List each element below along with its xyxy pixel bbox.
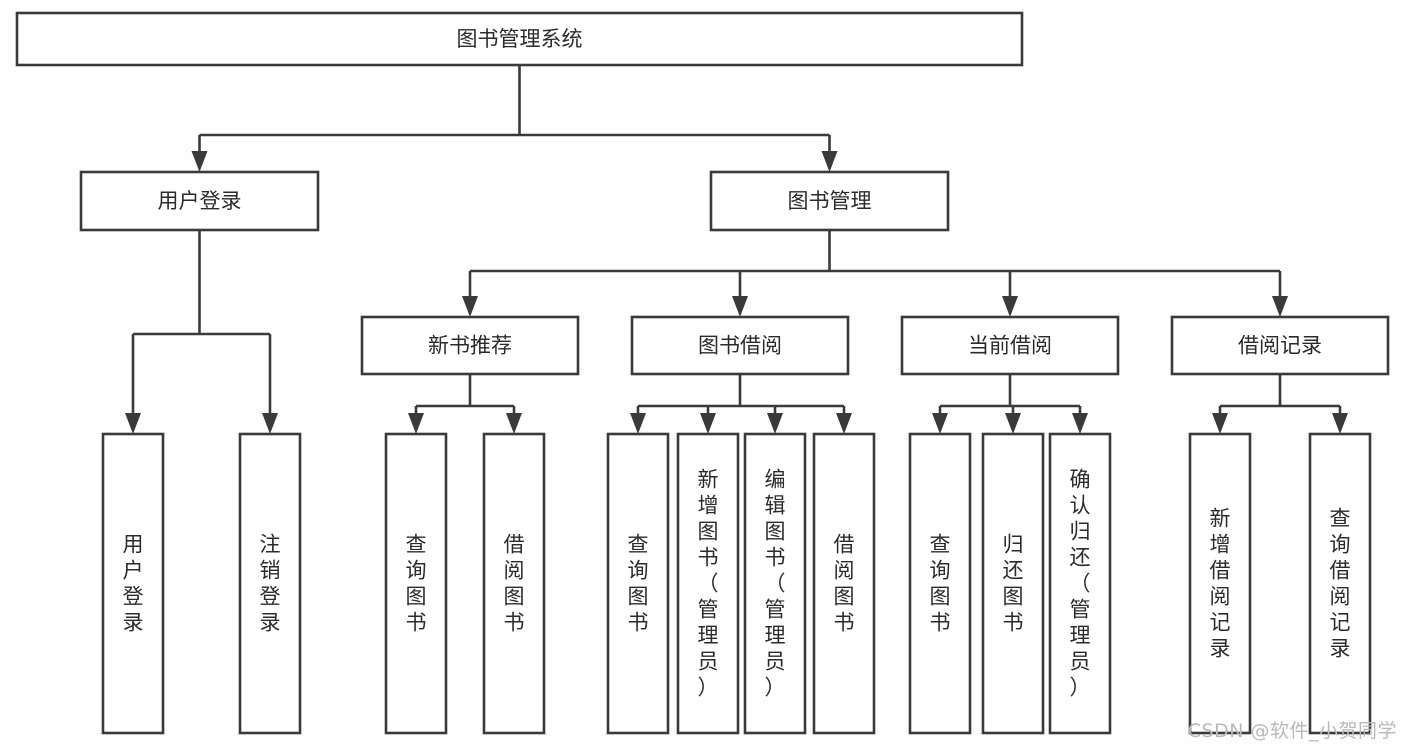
node-label-leaf-confirm-return: 确认归还（管理员）: [1070, 468, 1091, 700]
node-box-leaf-borrow-book-2: [812, 432, 876, 735]
node-box-leaf-add-book-admin: [676, 432, 740, 735]
node-leaf-add-borrow-record[interactable]: 新增借阅记录: [1188, 432, 1252, 735]
node-label-book-manage: 图书管理: [788, 189, 872, 213]
node-leaf-borrow-book-2[interactable]: 借阅图书: [812, 432, 876, 735]
arrow-head-leaf-return-book: [1005, 413, 1021, 434]
csdn-watermark: CSDN @软件_小贺同学: [1187, 720, 1397, 742]
node-box-leaf-query-borrow-record: [1308, 432, 1372, 735]
node-leaf-borrow-book-1[interactable]: 借阅图书: [482, 432, 546, 735]
node-box-leaf-borrow-book-1: [482, 432, 546, 735]
node-box-leaf-user-logout: [238, 432, 302, 735]
arrow-head-book-borrow: [732, 296, 748, 317]
node-label-book-borrow: 图书借阅: [698, 334, 782, 358]
node-box-leaf-add-borrow-record: [1188, 432, 1252, 735]
node-leaf-add-book-admin[interactable]: 新增图书（管理员）: [676, 432, 740, 735]
node-box-root: [15, 11, 1024, 67]
node-label-leaf-user-login: 用户登录: [123, 533, 144, 635]
node-box-leaf-query-book-2: [606, 432, 670, 735]
arrow-head-leaf-borrow-book-1: [506, 413, 522, 434]
node-leaf-edit-book-admin[interactable]: 编辑图书（管理员）: [743, 432, 807, 735]
node-label-borrow-record: 借阅记录: [1238, 334, 1322, 358]
arrow-head-leaf-add-borrow-record: [1212, 413, 1228, 434]
node-label-leaf-query-borrow-record: 查询借阅记录: [1330, 507, 1351, 661]
node-leaf-user-logout[interactable]: 注销登录: [238, 432, 302, 735]
arrow-head-leaf-confirm-return: [1072, 413, 1088, 434]
node-root[interactable]: 图书管理系统: [15, 11, 1024, 67]
node-box-user-login: [79, 170, 320, 232]
node-box-current-borrow: [900, 315, 1120, 376]
node-leaf-query-book-2[interactable]: 查询图书: [606, 432, 670, 735]
arrow-head-current-borrow: [1002, 296, 1018, 317]
node-box-leaf-query-book-1: [384, 432, 448, 735]
node-box-leaf-query-book-3: [908, 432, 972, 735]
arrow-head-leaf-user-logout: [262, 413, 278, 434]
node-box-book-borrow: [630, 315, 850, 376]
node-leaf-confirm-return[interactable]: 确认归还（管理员）: [1048, 432, 1112, 735]
node-label-leaf-user-logout: 注销登录: [260, 533, 281, 635]
node-label-leaf-query-book-1: 查询图书: [406, 533, 427, 635]
node-label-leaf-query-book-2: 查询图书: [628, 533, 649, 635]
node-new-book-recommend[interactable]: 新书推荐: [360, 315, 580, 376]
node-box-leaf-return-book: [981, 432, 1045, 735]
node-leaf-user-login[interactable]: 用户登录: [101, 432, 165, 735]
node-label-leaf-add-borrow-record: 新增借阅记录: [1210, 507, 1231, 661]
arrow-head-leaf-query-book-1: [408, 413, 424, 434]
node-label-leaf-edit-book-admin: 编辑图书（管理员）: [765, 468, 786, 700]
node-box-leaf-confirm-return: [1048, 432, 1112, 735]
node-box-book-manage: [709, 170, 950, 232]
node-label-leaf-return-book: 归还图书: [1003, 533, 1024, 635]
edges-layer: [125, 65, 1348, 434]
node-user-login[interactable]: 用户登录: [79, 170, 320, 232]
arrow-head-leaf-edit-book-admin: [767, 413, 783, 434]
arrow-head-leaf-borrow-book-2: [836, 413, 852, 434]
nodes-layer: 图书管理系统用户登录图书管理新书推荐图书借阅当前借阅借阅记录用户登录注销登录查询…: [15, 11, 1390, 735]
arrow-head-leaf-query-book-3: [932, 413, 948, 434]
node-label-user-login: 用户登录: [158, 189, 242, 213]
node-book-manage[interactable]: 图书管理: [709, 170, 950, 232]
node-box-leaf-user-login: [101, 432, 165, 735]
node-label-leaf-borrow-book-1: 借阅图书: [504, 533, 525, 635]
node-label-leaf-add-book-admin: 新增图书（管理员）: [698, 468, 719, 700]
node-borrow-record[interactable]: 借阅记录: [1170, 315, 1390, 376]
node-leaf-query-book-1[interactable]: 查询图书: [384, 432, 448, 735]
arrow-head-leaf-add-book-admin: [700, 413, 716, 434]
arrow-head-leaf-user-login: [125, 413, 141, 434]
arrow-head-user-login: [191, 151, 208, 172]
arrow-head-new-book-recommend: [462, 296, 478, 317]
arrow-head-book-manage: [821, 151, 838, 172]
node-book-borrow[interactable]: 图书借阅: [630, 315, 850, 376]
node-current-borrow[interactable]: 当前借阅: [900, 315, 1120, 376]
node-label-leaf-query-book-3: 查询图书: [930, 533, 951, 635]
node-leaf-return-book[interactable]: 归还图书: [981, 432, 1045, 735]
arrow-head-leaf-query-book-2: [630, 413, 646, 434]
arrow-head-borrow-record: [1272, 296, 1288, 317]
node-label-current-borrow: 当前借阅: [968, 334, 1052, 358]
node-leaf-query-borrow-record[interactable]: 查询借阅记录: [1308, 432, 1372, 735]
node-box-new-book-recommend: [360, 315, 580, 376]
node-leaf-query-book-3[interactable]: 查询图书: [908, 432, 972, 735]
node-box-borrow-record: [1170, 315, 1390, 376]
node-label-root: 图书管理系统: [457, 27, 583, 51]
node-label-leaf-borrow-book-2: 借阅图书: [834, 533, 855, 635]
arrow-head-leaf-query-borrow-record: [1332, 413, 1348, 434]
node-box-leaf-edit-book-admin: [743, 432, 807, 735]
node-label-new-book-recommend: 新书推荐: [428, 334, 512, 358]
